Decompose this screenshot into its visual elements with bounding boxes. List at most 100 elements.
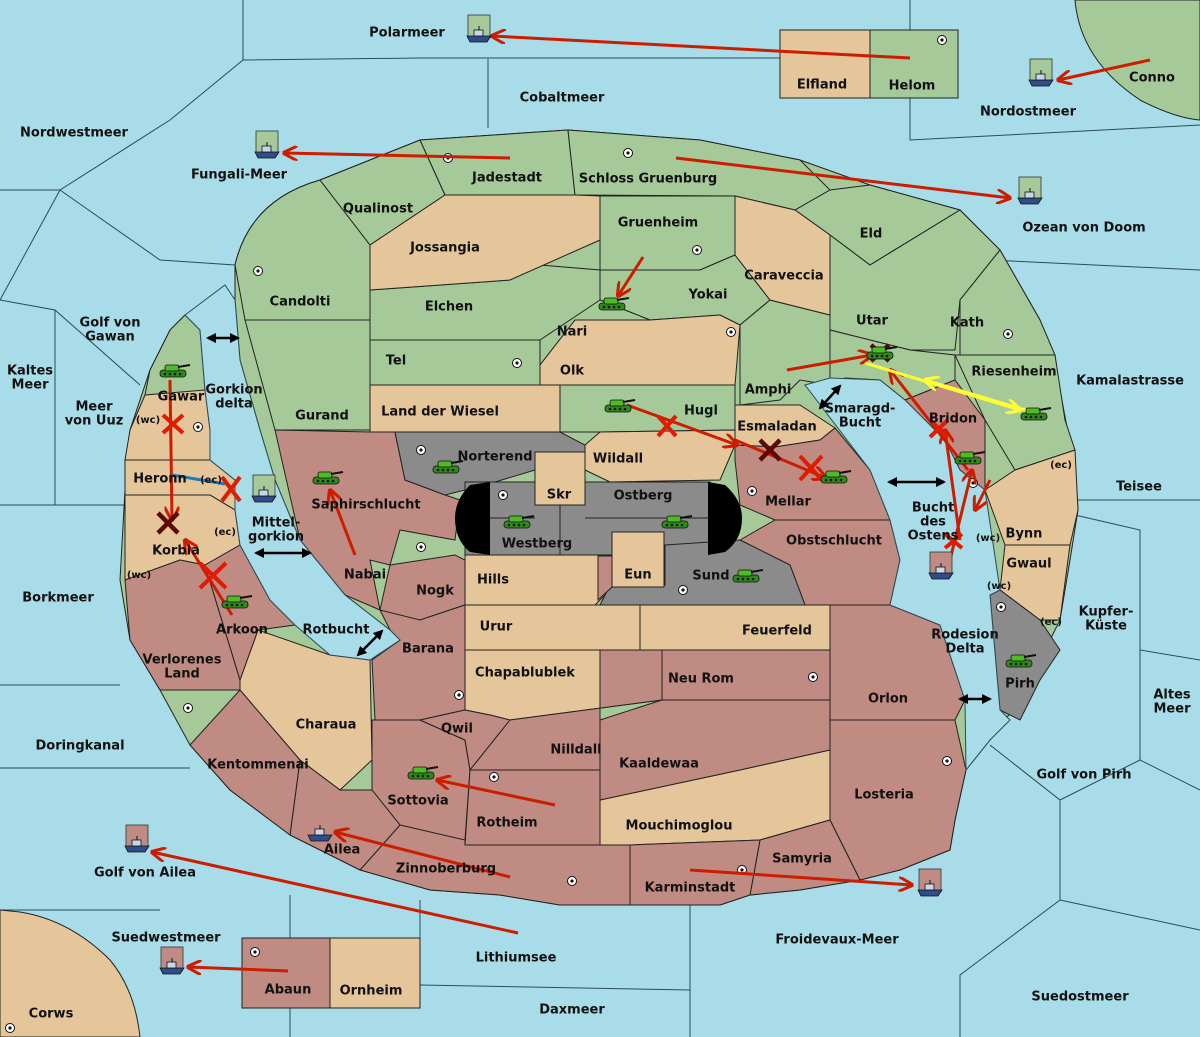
label-conno: Conno xyxy=(1129,71,1175,86)
label-rotheim: Rotheim xyxy=(476,816,537,831)
label-caraveccia: Caraveccia xyxy=(744,269,823,284)
supply-center-dot xyxy=(808,672,818,682)
label-neurom: Neu Rom xyxy=(668,672,734,687)
label-ec: (ec) xyxy=(200,475,222,486)
ship-icon xyxy=(159,946,185,975)
supply-center-dot xyxy=(942,756,952,766)
label-saphir: Saphirschlucht xyxy=(311,498,420,513)
supply-center-dot xyxy=(692,245,702,255)
label-nari: Nari xyxy=(557,325,588,340)
ship-icon xyxy=(251,474,277,503)
ship-icon xyxy=(254,130,280,159)
double-arrow-icon xyxy=(356,629,384,657)
label-heronn: Heronn xyxy=(133,472,187,487)
label-feuerfeld: Feuerfeld xyxy=(742,624,812,639)
supply-center-dot xyxy=(747,486,757,496)
label-bridon: Bridon xyxy=(929,412,977,427)
label-altes-1: Altes xyxy=(1153,688,1191,703)
label-verlorenes-1: Verlorenes xyxy=(142,653,221,668)
label-bucht-1: Bucht xyxy=(912,501,954,516)
connections xyxy=(206,333,992,704)
label-froidevaux: Froidevaux-Meer xyxy=(775,933,899,948)
label-teisee: Teisee xyxy=(1116,480,1162,495)
label-yokai: Yokai xyxy=(687,288,727,303)
label-doringkanal: Doringkanal xyxy=(35,739,124,754)
label-wc: (wc) xyxy=(136,415,160,426)
label-schloss: Schloss Gruenburg xyxy=(579,172,717,187)
label-sottovia: Sottovia xyxy=(387,794,448,809)
supply-center-dot xyxy=(498,490,508,500)
label-polarmeer: Polarmeer xyxy=(369,26,445,41)
supply-center-dot xyxy=(996,602,1006,612)
label-gorkion-1: Gorkion xyxy=(205,383,262,398)
label-mittel-2: gorkion xyxy=(248,530,304,545)
label-abaun: Abaun xyxy=(265,983,312,998)
label-samyria: Samyria xyxy=(772,852,832,867)
label-meer-uuz-1: Meer xyxy=(76,400,114,415)
cross-icon xyxy=(943,532,964,550)
double-arrow-icon xyxy=(818,384,842,410)
ship-icon xyxy=(124,824,150,853)
label-gurand: Gurand xyxy=(295,409,349,424)
label-hills: Hills xyxy=(477,573,509,588)
label-nabai: Nabai xyxy=(344,568,386,583)
label-korbia: Korbia xyxy=(152,544,200,559)
label-wc-2: (wc) xyxy=(127,570,151,581)
supply-center-dot xyxy=(678,585,688,595)
label-helom: Helom xyxy=(889,79,936,94)
label-qualinost: Qualinost xyxy=(343,202,413,217)
label-utar: Utar xyxy=(856,314,889,329)
label-rodesion-2: Delta xyxy=(945,642,984,657)
label-smaragd-1: Smaragd- xyxy=(825,402,896,417)
label-jadestadt: Jadestadt xyxy=(471,171,542,186)
label-tel: Tel xyxy=(386,354,406,369)
label-nordwestmeer: Nordwestmeer xyxy=(20,126,128,141)
label-qwil: Qwil xyxy=(441,722,473,737)
label-mouchimoglou: Mouchimoglou xyxy=(626,819,733,834)
label-golf-ailea: Golf von Ailea xyxy=(94,866,196,881)
label-gawar: Gawar xyxy=(158,390,205,405)
supply-center-dot xyxy=(726,327,736,337)
support-orders xyxy=(864,361,1033,412)
label-lithiumsee: Lithiumsee xyxy=(476,951,557,966)
label-nogk: Nogk xyxy=(416,584,454,599)
label-kupfer-2: Küste xyxy=(1085,619,1127,634)
label-candolti: Candolti xyxy=(270,295,331,310)
cross-icon xyxy=(656,414,678,438)
label-amphi: Amphi xyxy=(745,383,792,398)
ship-icon xyxy=(928,551,954,580)
label-nilldall: Nilldall xyxy=(550,743,601,758)
label-land-wiesel: Land der Wiesel xyxy=(381,405,499,420)
label-norterend: Norterend xyxy=(457,450,532,465)
fleet-units xyxy=(124,14,1054,975)
label-zinnoberburg: Zinnoberburg xyxy=(396,862,496,877)
label-losteria: Losteria xyxy=(854,788,914,803)
label-barana: Barana xyxy=(402,642,454,657)
label-arkoon: Arkoon xyxy=(216,623,268,638)
label-altes-2: Meer xyxy=(1154,702,1192,717)
label-skr: Skr xyxy=(547,488,572,503)
label-orlon: Orlon xyxy=(868,692,908,707)
ship-icon xyxy=(466,14,492,43)
supply-center-dot xyxy=(416,542,426,552)
label-ec-teisee: (ec) xyxy=(1050,460,1072,471)
label-suedwestmeer: Suedwestmeer xyxy=(111,931,221,946)
label-kath: Kath xyxy=(950,316,984,331)
supply-center-dot xyxy=(193,422,203,432)
label-ostberg: Ostberg xyxy=(614,489,673,504)
ship-icon xyxy=(1028,58,1054,87)
label-mittel-1: Mittel- xyxy=(252,516,301,531)
label-wc-gwaul: (wc) xyxy=(987,581,1011,592)
label-rodesion-1: Rodesion xyxy=(931,628,998,643)
label-urur: Urur xyxy=(480,620,513,635)
label-kaltes-2: Meer xyxy=(12,378,50,393)
supply-center-dot xyxy=(489,772,499,782)
label-meer-uuz-2: von Uuz xyxy=(65,414,124,429)
cross-icon xyxy=(220,475,242,503)
supply-center-dot xyxy=(1003,329,1013,339)
supply-center-dot xyxy=(937,35,947,45)
label-westberg: Westberg xyxy=(502,537,572,552)
label-fungali: Fungali-Meer xyxy=(191,168,288,183)
label-hugl: Hugl xyxy=(684,404,718,419)
label-bynn: Bynn xyxy=(1006,527,1043,542)
